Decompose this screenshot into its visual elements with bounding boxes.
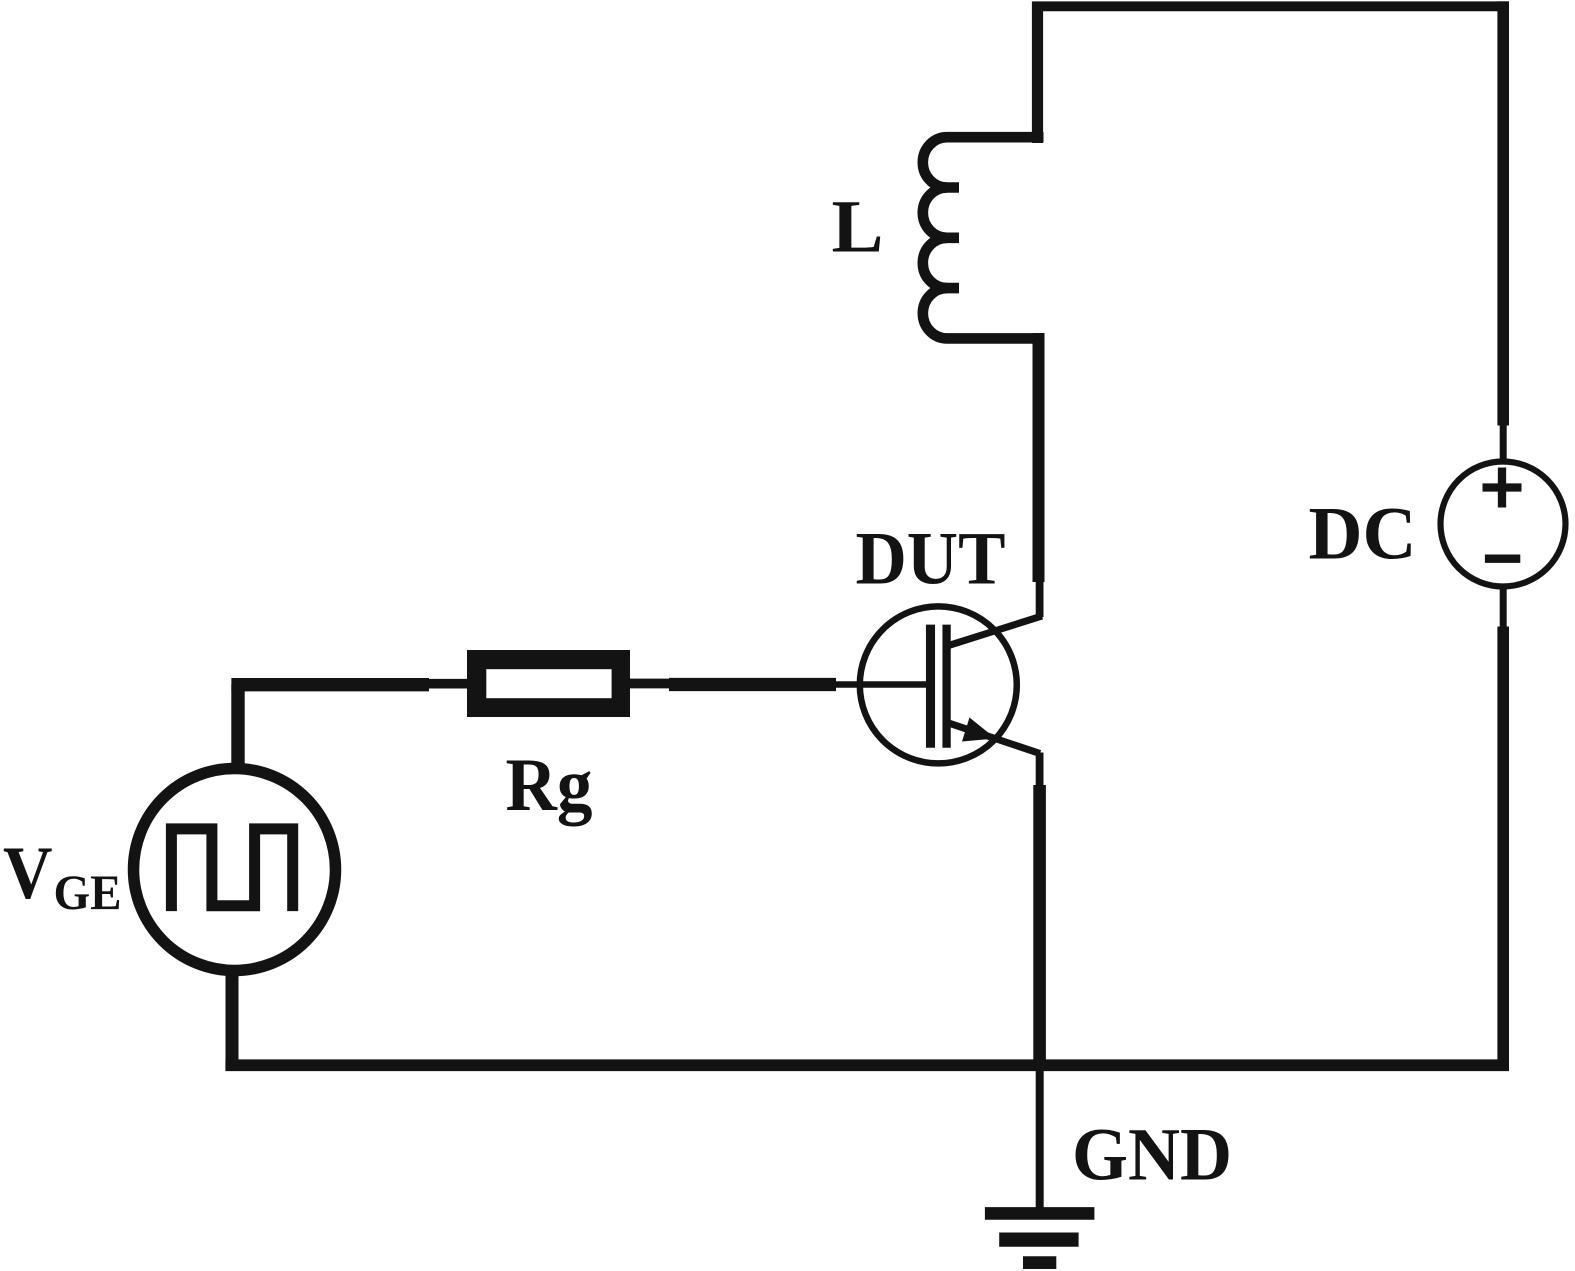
svg-text:GE: GE [54,864,122,920]
svg-text:GND: GND [1072,1114,1232,1197]
svg-text:DC: DC [1309,493,1417,576]
svg-text:L: L [832,186,884,269]
svg-text:V: V [3,832,53,915]
svg-text:DUT: DUT [856,518,1006,601]
svg-text:Rg: Rg [506,744,593,827]
